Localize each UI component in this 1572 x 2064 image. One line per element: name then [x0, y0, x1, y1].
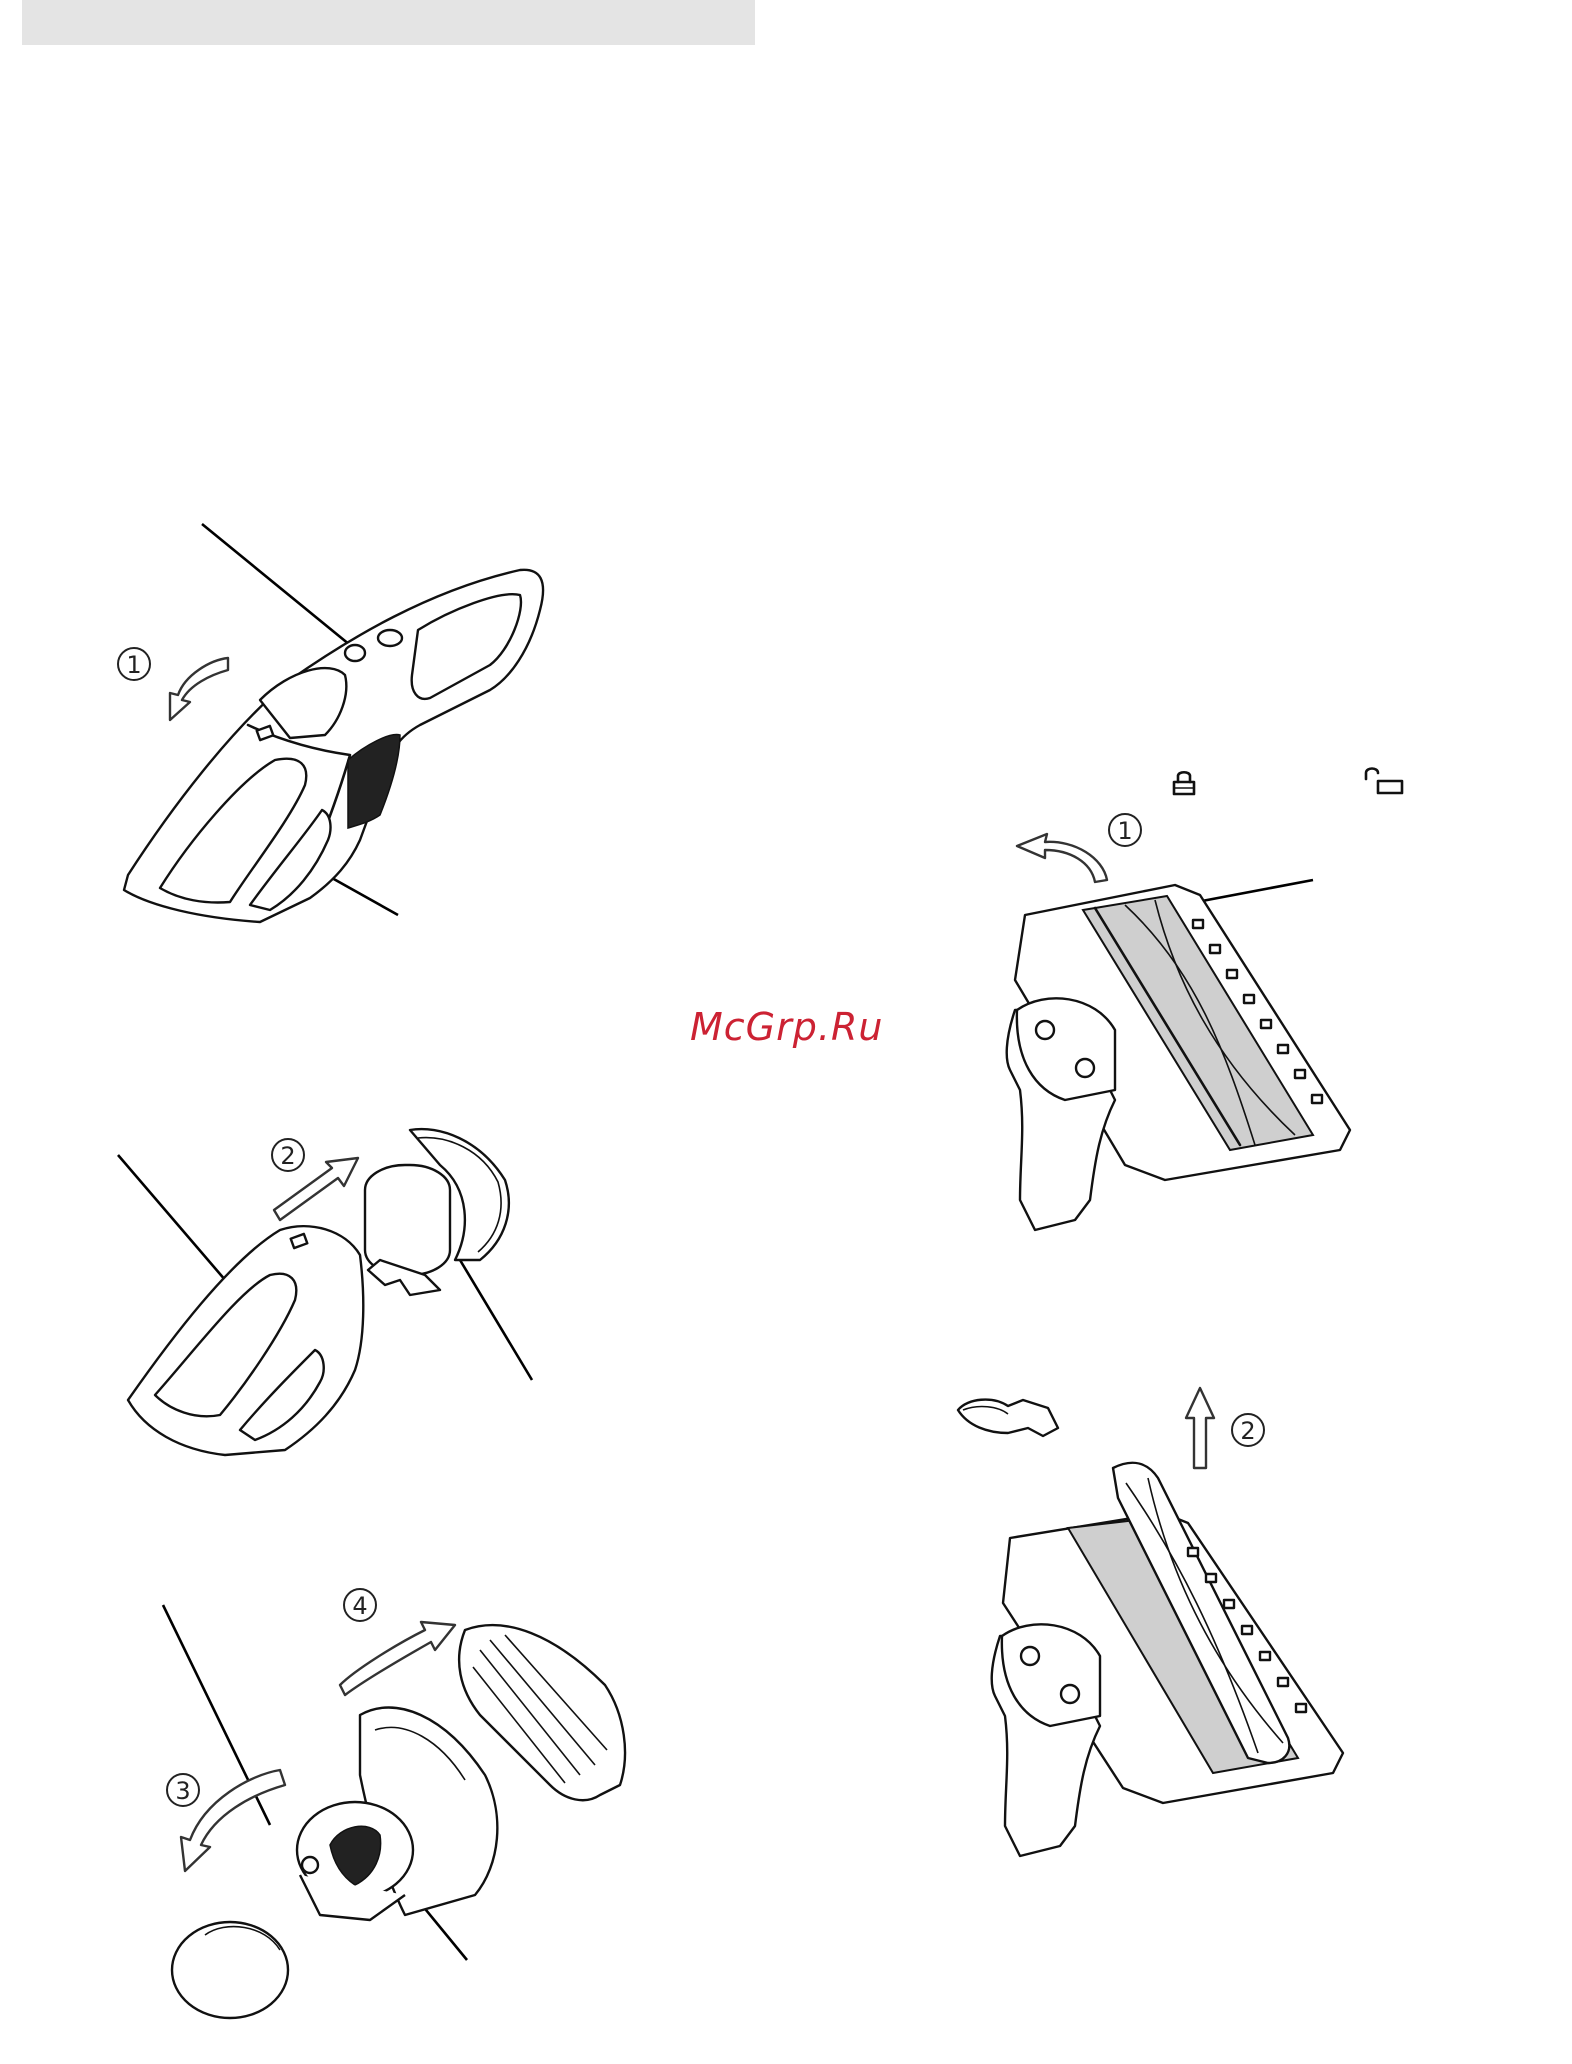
- unlock-rotate-arrow-icon: [1017, 834, 1107, 882]
- figure-brush-head-lift: 2: [948, 1378, 1398, 1938]
- watermark: McGrp.Ru: [690, 1005, 883, 1049]
- rotate-arrow-icon: [170, 658, 228, 720]
- step-number-3: 3: [175, 1777, 190, 1805]
- lid-hinge: [302, 1857, 318, 1873]
- step-number-brush-2: 2: [1240, 1417, 1255, 1445]
- lift-arrow-icon: [1186, 1388, 1214, 1468]
- brush-wheel-left: [1036, 1021, 1054, 1039]
- header-bar: [22, 0, 755, 45]
- brush-latch-removed: [958, 1400, 1058, 1436]
- step-marker-remove-filter: 4: [344, 1589, 376, 1621]
- figure-dustbin-and-filter: 2: [110, 1110, 560, 1470]
- brush-wheel-left-2: [1021, 1647, 1039, 1665]
- step-marker-pull-filter: 2: [272, 1139, 304, 1171]
- power-button: [378, 630, 402, 646]
- brush-wheel-right-2: [1061, 1685, 1079, 1703]
- remove-arrow-icon: [340, 1622, 455, 1695]
- step-number-4: 4: [352, 1592, 367, 1620]
- figure-filter-disassembly: 4 3: [155, 1575, 645, 2055]
- step-marker-brush-lift: 2: [1232, 1414, 1264, 1446]
- watermark-text: McGrp.Ru: [690, 1005, 883, 1049]
- padlock-open-icon: [1362, 765, 1408, 799]
- leader-release-button: [202, 524, 350, 645]
- filter-cylinder: [365, 1165, 450, 1275]
- step-marker-open-dustbin: 1: [118, 648, 150, 680]
- filter-lid: [172, 1922, 288, 2018]
- leader-filter-unit: [460, 1260, 532, 1380]
- step-marker-brush-unlock: 1: [1109, 814, 1141, 846]
- step-number-2: 2: [280, 1142, 295, 1170]
- brush-wheel-right: [1076, 1059, 1094, 1077]
- step-marker-open-lid: 3: [167, 1774, 199, 1806]
- step-number-1: 1: [126, 651, 141, 679]
- step-number-brush-1: 1: [1117, 817, 1132, 845]
- leader-dustbin-cup: [118, 1155, 238, 1295]
- release-button: [345, 645, 365, 661]
- figure-vacuum-open-dustbin: 1: [100, 510, 570, 930]
- figure-brush-head-unlock: 1: [995, 800, 1375, 1260]
- padlock-closed-icon: [1170, 768, 1198, 798]
